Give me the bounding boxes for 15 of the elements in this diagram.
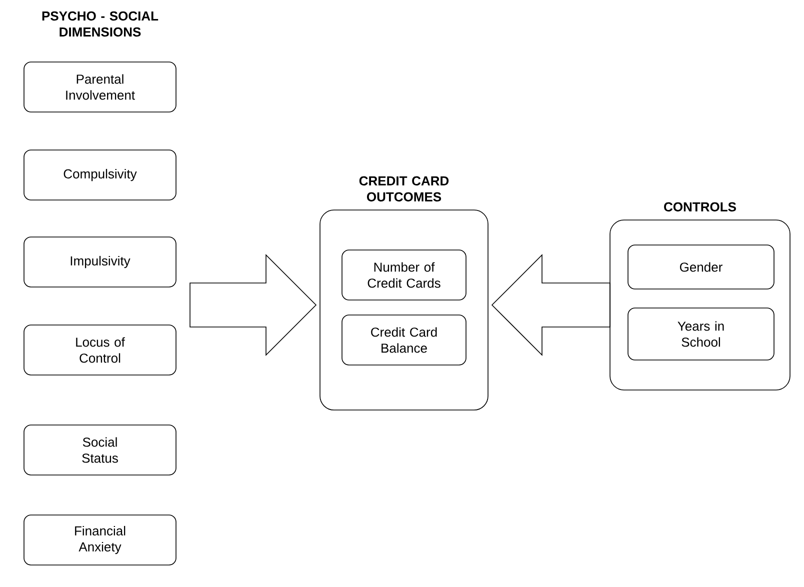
block-arrow (190, 254, 317, 356)
factor-box: Credit Card Balance (342, 314, 466, 366)
block-arrow (491, 254, 610, 356)
node-label: CONTROLS (664, 202, 736, 212)
factor-box: Parental Involvement (24, 62, 176, 112)
factor-box: Financial Anxiety (24, 514, 176, 566)
factor-box: Social Status (24, 424, 176, 476)
factor-box: Gender (628, 244, 774, 290)
node-label: CREDIT CARD OUTCOMES (359, 176, 449, 202)
factor-box: Compulsivity (24, 150, 176, 200)
factor-box: Number of Credit Cards (342, 250, 466, 300)
factor-box: Locus of Control (24, 324, 176, 376)
group-heading: PSYCHO - SOCIAL DIMENSIONS (42, 11, 158, 37)
factor-box: Impulsivity (24, 236, 176, 288)
factor-box: Years in School (628, 308, 774, 360)
